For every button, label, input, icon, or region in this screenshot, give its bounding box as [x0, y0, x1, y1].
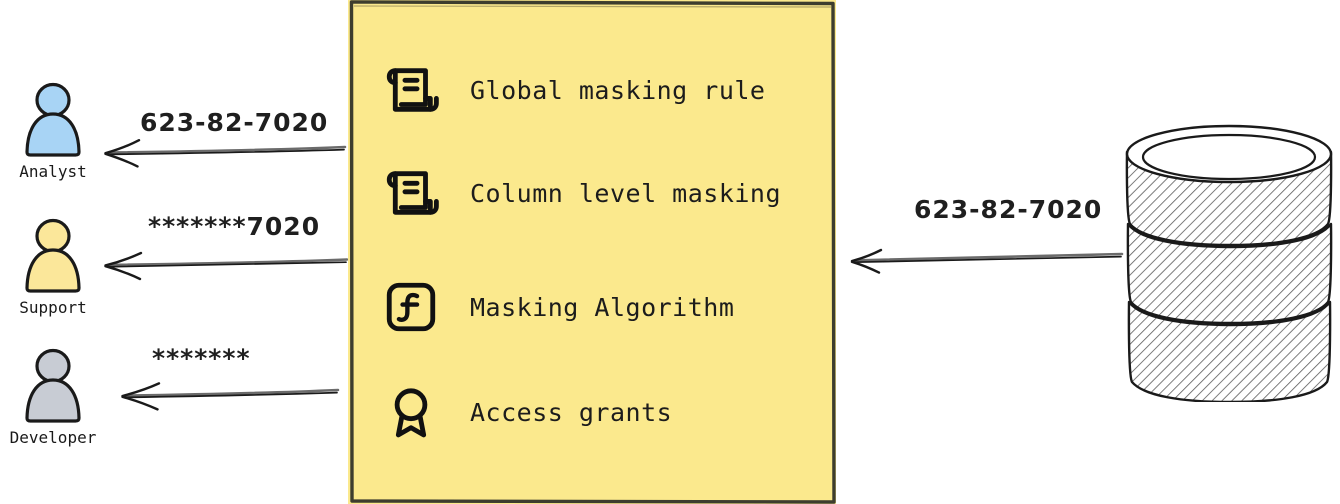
scroll-icon: [386, 171, 439, 215]
scroll-icon: [386, 68, 439, 112]
panel-label-masking-algorithm: Masking Algorithm: [470, 292, 735, 322]
actor-support[interactable]: Support: [0, 218, 108, 317]
panel-row-masking-algorithm[interactable]: Masking Algorithm: [382, 275, 734, 339]
flow-label-analyst: 623-82-7020: [140, 108, 329, 137]
database-cylinder-icon[interactable]: [1122, 124, 1337, 404]
panel-label-global-masking-rule: Global masking rule: [470, 75, 766, 105]
actor-label-developer: Developer: [9, 428, 97, 447]
actor-analyst[interactable]: Analyst: [0, 82, 108, 181]
arrow-to-developer: [121, 382, 340, 411]
flow-label-developer: *******: [152, 344, 251, 373]
person-icon-support: [17, 218, 89, 296]
masking-policy-panel: Global masking rule Column level masking: [348, 0, 836, 504]
actor-label-analyst: Analyst: [19, 162, 87, 181]
panel-row-column-level-masking[interactable]: Column level masking: [382, 161, 781, 225]
panel-label-column-level-masking: Column level masking: [470, 178, 782, 208]
arrow-to-support: [104, 251, 349, 281]
panel-label-access-grants: Access grants: [470, 397, 673, 427]
person-icon-analyst: [17, 82, 89, 160]
panel-row-global-masking-rule[interactable]: Global masking rule: [382, 58, 765, 122]
actor-label-support: Support: [19, 298, 87, 317]
flow-label-database: 623-82-7020: [914, 195, 1103, 224]
actor-developer[interactable]: Developer: [0, 348, 108, 447]
arrow-to-analyst: [104, 139, 347, 168]
panel-row-access-grants[interactable]: Access grants: [382, 380, 672, 444]
flow-label-support: *******7020: [148, 212, 321, 241]
arrow-database-to-panel: [850, 248, 1124, 274]
function-icon: [386, 282, 436, 332]
award-icon: [394, 388, 428, 438]
person-icon-developer: [17, 348, 89, 426]
